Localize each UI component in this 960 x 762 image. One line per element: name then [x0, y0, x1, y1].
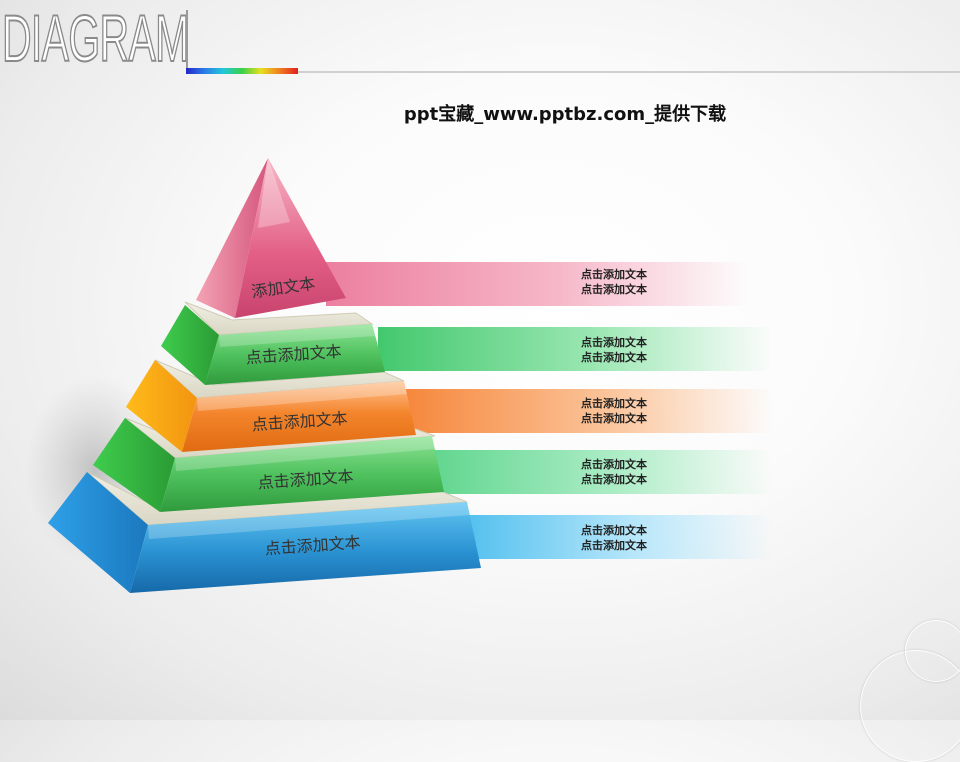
tier-4-front	[160, 436, 444, 512]
ribbon-fill	[326, 262, 750, 306]
decorative-circle	[905, 620, 960, 682]
ribbon-fill	[378, 327, 773, 371]
ribbon-text-line: 点击添加文本	[581, 539, 647, 552]
tier-4-side	[93, 418, 175, 512]
ribbon-text-line: 点击添加文本	[581, 397, 647, 410]
tier-1-side	[196, 158, 268, 318]
ribbon-text-line: 点击添加文本	[581, 268, 647, 281]
diagram-header-title: DIAGRAM	[1, 1, 189, 75]
rainbow-accent-bar	[186, 68, 298, 74]
tier-5-highlight	[148, 502, 470, 539]
tier-2-highlight	[219, 324, 375, 347]
tier-2-front	[205, 324, 385, 385]
header-rule	[186, 71, 960, 73]
tier-3-highlight	[197, 381, 407, 411]
tier-5-side	[48, 472, 148, 593]
tier-2-side	[161, 305, 219, 385]
tier-2-tray	[184, 301, 374, 336]
ribbon-tier-3[interactable]: 点击添加文本 点击添加文本	[405, 389, 773, 433]
tier-1-front	[235, 158, 346, 318]
ribbon-tier-4[interactable]: 点击添加文本 点击添加文本	[432, 450, 773, 494]
ribbon-text-line: 点击添加文本	[581, 283, 647, 296]
slide-subtitle: ppt宝藏_www.pptbz.com_提供下载	[403, 104, 727, 125]
ribbon-text-line: 点击添加文本	[581, 473, 647, 486]
tier-3-front	[182, 381, 416, 452]
pyramid-tier-3[interactable]: 点击添加文本	[126, 359, 416, 452]
pyramid-tier-2[interactable]: 点击添加文本	[161, 301, 385, 385]
ribbon-text-line: 点击添加文本	[581, 458, 647, 471]
tier-1-highlight	[258, 158, 290, 228]
ribbon-text-line: 点击添加文本	[581, 412, 647, 425]
ribbon-tier-2[interactable]: 点击添加文本 点击添加文本	[378, 327, 773, 371]
ribbon-text-line: 点击添加文本	[581, 336, 647, 349]
pyramid-tier-1[interactable]: 添加文本	[196, 158, 346, 318]
pyramid-diagram: 点击添加文本 点击添加文本 点击添加文本 点击添加文本 添加文本	[25, 158, 481, 593]
tier-3-side	[126, 360, 197, 452]
tier-4-highlight	[175, 436, 435, 471]
ribbon-text-line: 点击添加文本	[581, 524, 647, 537]
ribbon-tier-1[interactable]: 点击添加文本 点击添加文本	[326, 262, 750, 306]
ribbon-text-line: 点击添加文本	[581, 351, 647, 364]
ribbon-fill	[432, 450, 773, 494]
header-divider	[186, 10, 188, 72]
pyramid-tier-5[interactable]: 点击添加文本	[48, 471, 481, 593]
ribbon-fill	[405, 389, 773, 433]
ribbon-tier-5[interactable]: 点击添加文本 点击添加文本	[460, 515, 773, 559]
ribbon-fill	[460, 515, 773, 559]
tier-5-front	[130, 502, 481, 593]
